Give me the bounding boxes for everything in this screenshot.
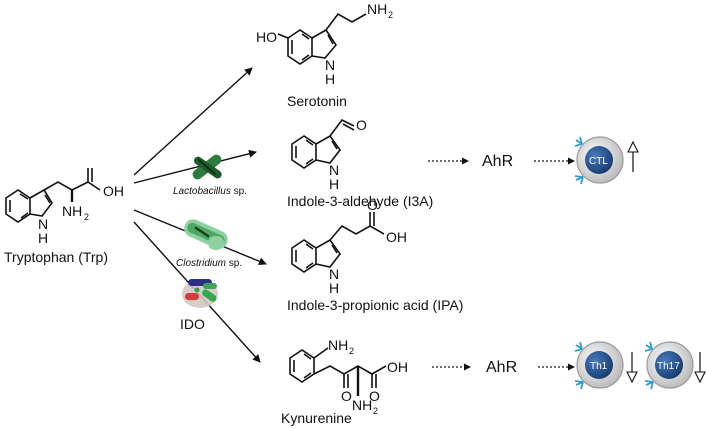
clostridium-icon — [184, 219, 228, 250]
th1-label: Th1 — [590, 361, 608, 372]
kynurenine-nh2-bottom-subscript: 2 — [373, 406, 378, 416]
tryptophan-nh2-subscript: 2 — [84, 212, 89, 222]
tryptophan-oh: OH — [103, 183, 124, 199]
arrow-to-i3a — [133, 149, 257, 184]
ctl-label: CTL — [589, 156, 608, 167]
ctl-up-arrow-icon — [627, 140, 639, 172]
tryptophan-structure — [5, 168, 101, 223]
ido-label: IDO — [180, 316, 205, 332]
lactobacillus-label: Lactobacillus sp. — [173, 186, 247, 197]
ctl-cell-icon — [574, 136, 624, 185]
tryptophan-n: N — [38, 216, 48, 232]
th1-down-arrow-icon — [626, 352, 638, 384]
serotonin-nh2-subscript: 2 — [388, 10, 393, 20]
arrow-to-serotonin — [133, 67, 253, 176]
kynurenine-nh2-bottom: NH — [352, 397, 372, 413]
serotonin-name: Serotonin — [287, 93, 347, 109]
tryptophan-nh2: NH — [62, 203, 82, 219]
th17-down-arrow-icon — [694, 352, 706, 384]
tryptophan-name: Tryptophan (Trp) — [4, 249, 108, 265]
i3a-structure — [291, 118, 355, 169]
th1-cell-icon — [574, 341, 624, 390]
kynurenine-o-acid: O — [369, 388, 380, 404]
kynurenine-structure — [289, 347, 387, 396]
tryptophan-h: H — [38, 230, 48, 246]
i3a-n: N — [329, 162, 339, 178]
serotonin-n: N — [325, 57, 335, 73]
lactobacillus-icon — [192, 154, 222, 180]
kynurenine-nh2-top: NH — [328, 337, 348, 353]
serotonin-structure — [277, 12, 367, 65]
th17-label: Th17 — [657, 361, 680, 372]
kynurenine-nh2-top-subscript: 2 — [349, 346, 354, 356]
kynurenine-oh: OH — [387, 359, 408, 375]
ipa-h: H — [329, 280, 339, 296]
i3a-o: O — [356, 117, 367, 133]
th17-cell-icon — [644, 341, 694, 390]
ido-microbe-cluster-icon — [182, 279, 218, 308]
clostridium-label: Clostridium sp. — [176, 258, 242, 269]
serotonin-ho: HO — [256, 29, 277, 45]
i3a-name: Indole-3-aldehyde (I3A) — [287, 193, 433, 209]
kynurenine-name: Kynurenine — [281, 410, 352, 426]
ahr-label-bottom: AhR — [486, 359, 517, 376]
ahr-label-top: AhR — [482, 153, 513, 170]
ipa-o: O — [367, 197, 378, 213]
serotonin-h: H — [325, 71, 335, 87]
i3a-h: H — [329, 176, 339, 192]
kynurenine-o-carbonyl: O — [341, 388, 352, 404]
ipa-oh: OH — [386, 229, 407, 245]
ipa-structure — [291, 212, 385, 273]
serotonin-nh2: NH — [367, 1, 387, 17]
ipa-name: Indole-3-propionic acid (IPA) — [287, 297, 463, 313]
ipa-n: N — [329, 266, 339, 282]
